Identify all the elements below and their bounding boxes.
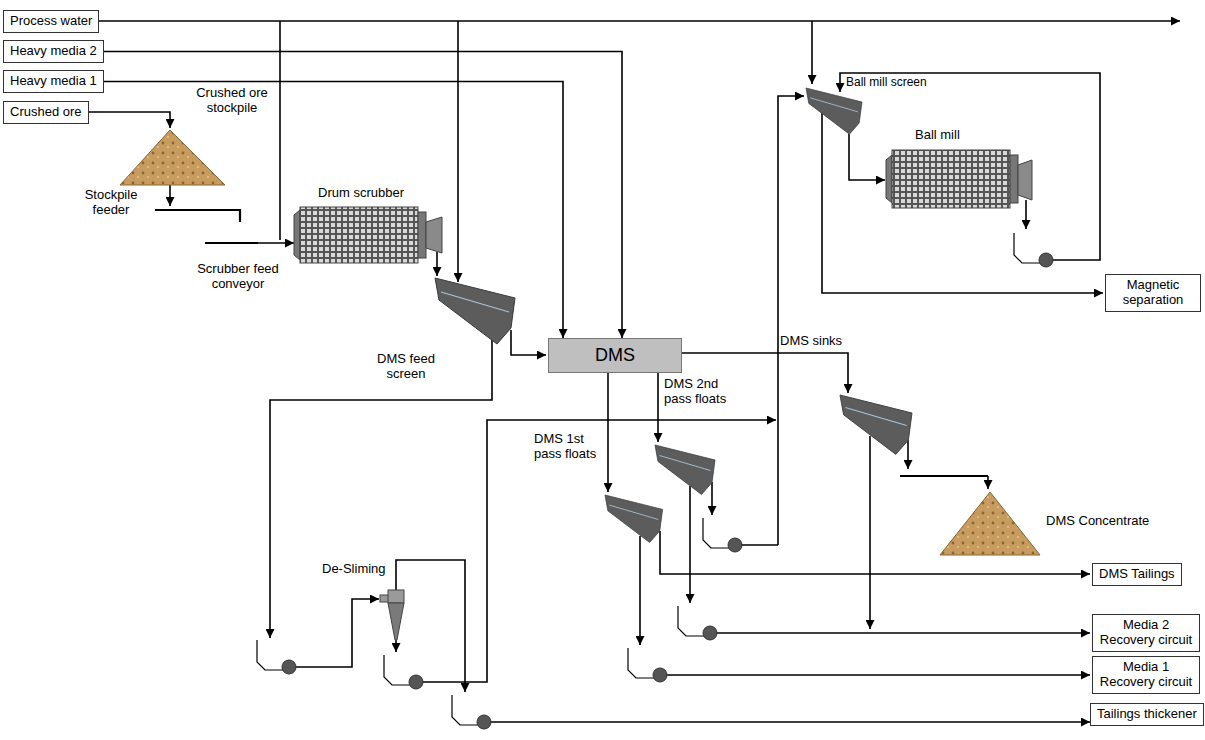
flowsheet-part <box>300 207 418 263</box>
first-pass-feed <box>607 373 609 492</box>
ball-mill <box>886 150 1032 208</box>
stream-box: Magnetic separation <box>1105 274 1201 312</box>
crushed-ore-stockpile <box>120 130 225 185</box>
second-pass-undersize <box>689 486 691 603</box>
media-2-line <box>710 632 1090 634</box>
sump-pump <box>257 640 296 674</box>
sump-pump <box>452 695 491 729</box>
flowsheet-part <box>294 210 300 260</box>
equipment-label: Drum scrubber <box>318 186 404 201</box>
flowsheet-part <box>426 217 442 253</box>
flowsheet-part <box>418 212 426 258</box>
conveyor-to-pile <box>987 476 989 489</box>
equipment-label: DMS Concentrate <box>1046 514 1149 529</box>
flowsheet-part <box>892 150 1010 208</box>
stockpile-draw-line <box>169 185 171 206</box>
dms-concentrate-pile <box>940 492 1040 555</box>
second-pass-feed <box>657 373 659 442</box>
first-pass-screen <box>605 495 663 543</box>
cyclone-underflow-line <box>395 640 397 652</box>
flowsheet-part <box>388 590 404 603</box>
equipment-label: Scrubber feed conveyor <box>196 262 280 292</box>
box-label: DMS <box>595 345 635 366</box>
mill-recycle-line <box>840 73 1100 260</box>
stream-box: Process water <box>3 10 99 33</box>
sump-pump <box>384 655 423 689</box>
second-pass-screen <box>655 445 715 495</box>
stream-box: DMS Tailings <box>1092 563 1182 586</box>
box-label: Heavy media 1 <box>10 74 97 89</box>
drum-scrubber <box>294 207 442 263</box>
first-pass-undersize <box>639 536 641 645</box>
equipment-label: DMS 2nd pass floats <box>664 377 734 407</box>
process-water-line <box>60 20 1180 22</box>
ball-mill-screen <box>806 88 862 134</box>
box-label: Crushed ore <box>10 105 82 120</box>
sinks-undersize-line <box>869 436 871 629</box>
equipment-label: DMS feed screen <box>376 352 436 382</box>
sump-pump <box>628 648 667 682</box>
box-label: Media 2 Recovery circuit <box>1099 618 1193 648</box>
sinks-oversize-line <box>907 440 909 469</box>
underflow-to-mill-line <box>416 420 776 682</box>
conveyor-to-scrubber <box>258 242 294 244</box>
scrubber-discharge <box>436 252 438 276</box>
equipment-label: DMS 1st pass floats <box>534 432 602 462</box>
screen-undersize-line <box>270 338 492 638</box>
media-feed-line <box>104 81 563 338</box>
box-label: Process water <box>10 14 92 29</box>
desliming-feed-line <box>289 599 379 667</box>
box-label: Magnetic separation <box>1112 278 1194 308</box>
equipment-label: Crushed ore stockpile <box>190 86 274 116</box>
box-label: Heavy media 2 <box>10 44 97 59</box>
media-1-line <box>660 674 1090 676</box>
equipment-label: De-Sliming <box>322 562 386 577</box>
sump-pump <box>1014 233 1053 267</box>
stream-box: Media 2 Recovery circuit <box>1092 614 1200 652</box>
screen-oversize-line <box>511 330 546 355</box>
equipment-label: Ball mill <box>915 128 960 143</box>
mill-screen-undersize <box>822 112 1103 293</box>
sump-pump <box>703 518 742 552</box>
box-label: DMS Tailings <box>1099 567 1175 582</box>
tailings-line <box>484 721 1090 723</box>
stream-box: Tailings thickener <box>1090 703 1204 726</box>
flow-lines <box>60 21 1180 722</box>
flowsheet-part <box>886 155 892 203</box>
scrubber-feed-conveyor <box>205 242 258 244</box>
process-water-branch <box>279 21 281 240</box>
mill-screen-oversize <box>849 134 885 180</box>
process-water-branch <box>811 21 813 84</box>
media-feed-line <box>104 51 622 338</box>
equipment-label: Ball mill screen <box>846 76 927 90</box>
stream-box: Heavy media 1 <box>3 70 104 93</box>
cyclone-overflow-line <box>396 560 465 692</box>
box-label: Media 1 Recovery circuit <box>1099 660 1193 690</box>
flowsheet-part <box>388 603 404 640</box>
concentrate-conveyor <box>900 475 988 477</box>
stockpile-feeder <box>155 210 240 222</box>
mill-feed-riser <box>778 96 804 545</box>
dms-feed-screen <box>435 278 515 344</box>
equipment-label: Stockpile feeder <box>78 188 144 218</box>
sinks-screen <box>840 395 912 454</box>
process-water-branch <box>457 21 459 282</box>
second-pass-oversize <box>711 482 713 515</box>
stream-box: Media 1 Recovery circuit <box>1092 656 1200 694</box>
sump-pump <box>678 606 717 640</box>
equipment-label: DMS sinks <box>780 334 842 349</box>
dms-unit-box: DMS <box>548 338 682 373</box>
box-label: Tailings thickener <box>1097 707 1197 722</box>
mill-discharge <box>1025 200 1027 229</box>
stream-box: Crushed ore <box>3 101 89 124</box>
desliming-cyclone <box>380 590 404 640</box>
flowsheet-part <box>1018 160 1032 200</box>
flowsheet-part <box>1010 155 1018 203</box>
stream-box: Heavy media 2 <box>3 40 104 63</box>
